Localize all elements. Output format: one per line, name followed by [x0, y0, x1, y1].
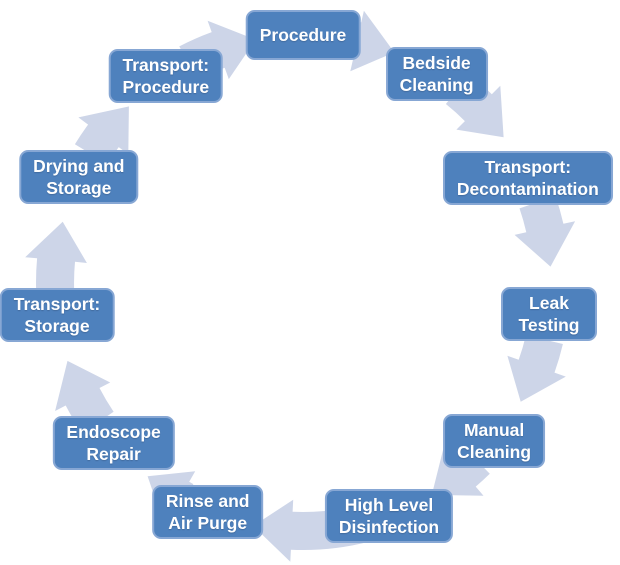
- cycle-arrow-segment-8: [25, 221, 87, 290]
- cycle-arrow-segment-3: [507, 335, 566, 402]
- cycle-node-leak-testing: Leak Testing: [501, 287, 597, 342]
- cycle-node-bedside-cleaning: Bedside Cleaning: [385, 47, 488, 102]
- cycle-node-rinse-and-air-purge: Rinse and Air Purge: [151, 485, 264, 539]
- cycle-node-high-level-disinfection: High Level Disinfection: [324, 488, 454, 543]
- cycle-node-drying-and-storage: Drying and Storage: [19, 150, 139, 204]
- cycle-node-transport-procedure: Transport: Procedure: [108, 49, 224, 104]
- cycle-arrow-segment-7: [55, 360, 114, 434]
- cycle-node-transport-storage: Transport: Storage: [0, 287, 115, 342]
- cycle-node-manual-cleaning: Manual Cleaning: [443, 414, 546, 469]
- cycle-node-procedure: Procedure: [245, 10, 361, 60]
- cycle-arrow-segment-2: [514, 196, 576, 267]
- cycle-node-endoscope-repair: Endoscope Repair: [52, 416, 175, 471]
- cycle-node-transport-decontamination: Transport: Decontamination: [442, 151, 613, 206]
- cycle-arrow-segment-9: [74, 106, 129, 164]
